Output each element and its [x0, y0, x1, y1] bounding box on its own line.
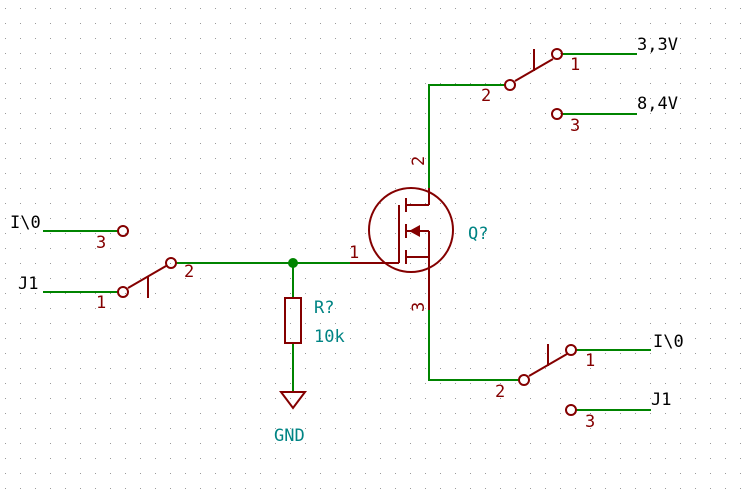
switch-terminal-top: [551, 48, 563, 60]
resistor-ref: R?: [314, 298, 334, 318]
pin-number-top-3: 3: [570, 116, 580, 136]
pin-number-left-3: 3: [96, 233, 106, 253]
net-label-left-j1: J1: [18, 274, 38, 294]
ground-icon: [279, 391, 307, 410]
pin-number-bottom-3: 3: [585, 412, 595, 432]
net-label-3v3: 3,3V: [637, 35, 678, 55]
left-switch: [117, 225, 177, 298]
wires: [43, 53, 651, 411]
net-label-bottom-i0: I\0: [653, 332, 684, 352]
switch-terminal-top: [565, 344, 577, 356]
pin-number-bottom-1: 1: [585, 351, 595, 371]
pin-number-source: 3: [409, 302, 429, 312]
top-switch: [504, 48, 563, 120]
pin-number-top-1: 1: [570, 55, 580, 75]
pin-number-bottom-2: 2: [495, 382, 505, 402]
switch-terminal-top: [117, 225, 129, 237]
resistor-value: 10k: [314, 327, 345, 347]
mosfet-ref: Q?: [468, 224, 488, 244]
switch-terminal-common: [518, 374, 530, 386]
pin-number-top-2: 2: [481, 86, 491, 106]
wire-source-net: [428, 310, 519, 381]
net-label-left-i0: I\0: [10, 213, 41, 233]
switch-terminal-bottom: [551, 108, 563, 120]
pin-number-left-2: 2: [184, 262, 194, 282]
switch-terminal-common: [165, 257, 177, 269]
resistor-body: [284, 297, 302, 344]
net-label-bottom-j1: J1: [651, 390, 671, 410]
bottom-switch: [518, 344, 577, 416]
switch-terminal-bottom: [117, 286, 129, 298]
mosfet-arrow-icon: [409, 225, 420, 237]
net-label-8v4: 8,4V: [637, 94, 678, 114]
ground-label: GND: [274, 426, 305, 446]
pin-number-gate: 1: [349, 243, 359, 263]
switch-terminal-bottom: [565, 404, 577, 416]
mosfet-body-circle: [368, 187, 454, 273]
pin-number-left-1: 1: [96, 293, 106, 313]
pin-number-drain: 2: [409, 156, 429, 166]
wire-drain-net: [428, 84, 505, 188]
junction-dot: [288, 258, 298, 268]
switch-terminal-common: [504, 79, 516, 91]
